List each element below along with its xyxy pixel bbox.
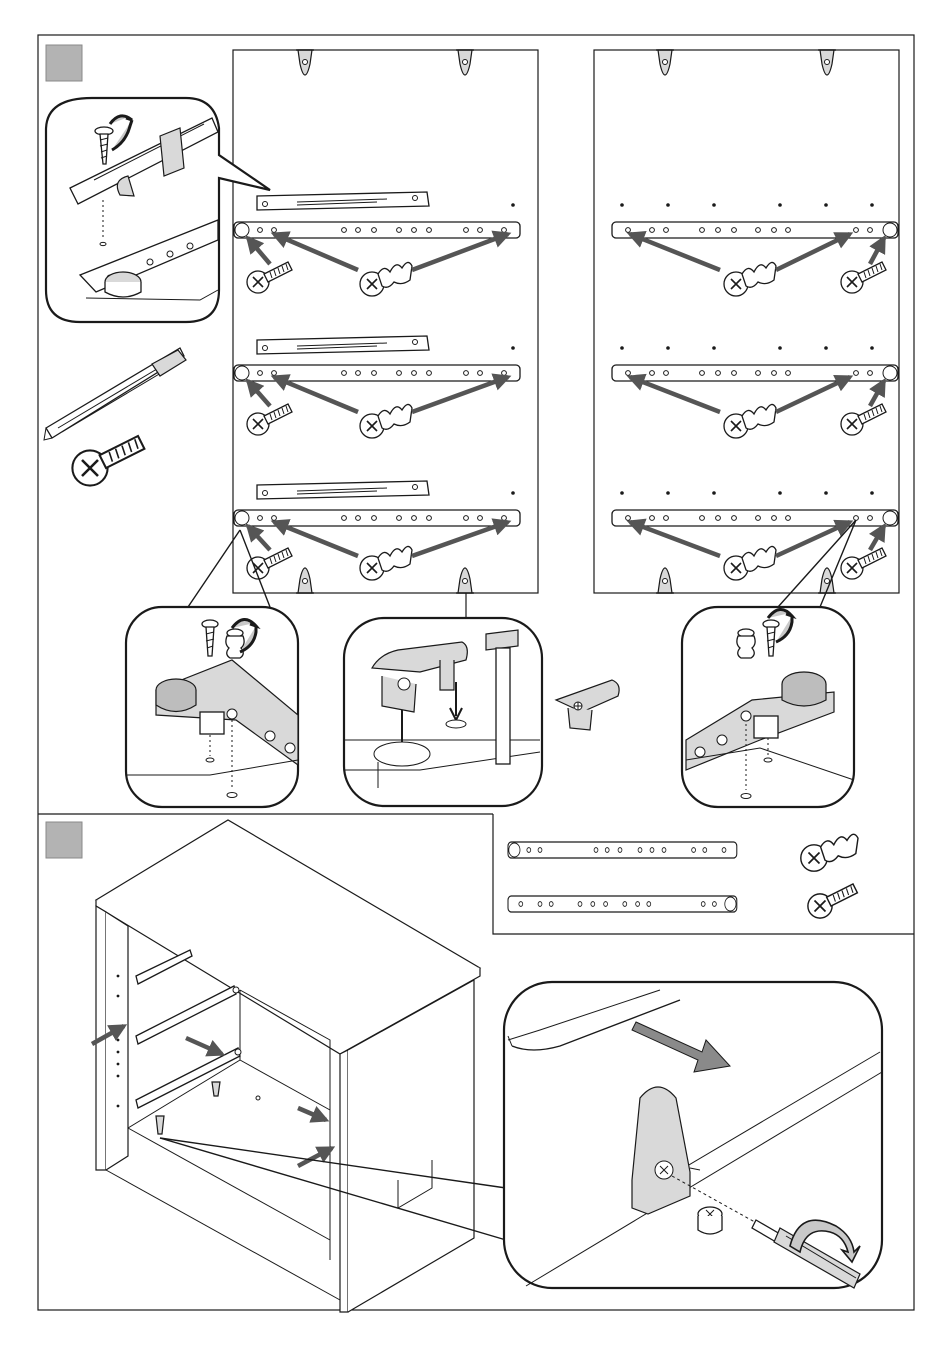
callout-stop-tab-mounting	[504, 982, 882, 1288]
callout-stop-tab	[344, 593, 542, 806]
step-2-marker	[46, 822, 82, 858]
dowel-icon	[226, 629, 244, 658]
step-1-marker	[46, 45, 82, 81]
parts-runner-bottom	[508, 896, 737, 912]
right-side-panel	[594, 50, 899, 593]
dowel-icon	[737, 629, 755, 658]
parts-runner-top	[508, 842, 737, 858]
dowel-icon	[698, 1207, 722, 1234]
left-side-panel	[233, 50, 538, 593]
